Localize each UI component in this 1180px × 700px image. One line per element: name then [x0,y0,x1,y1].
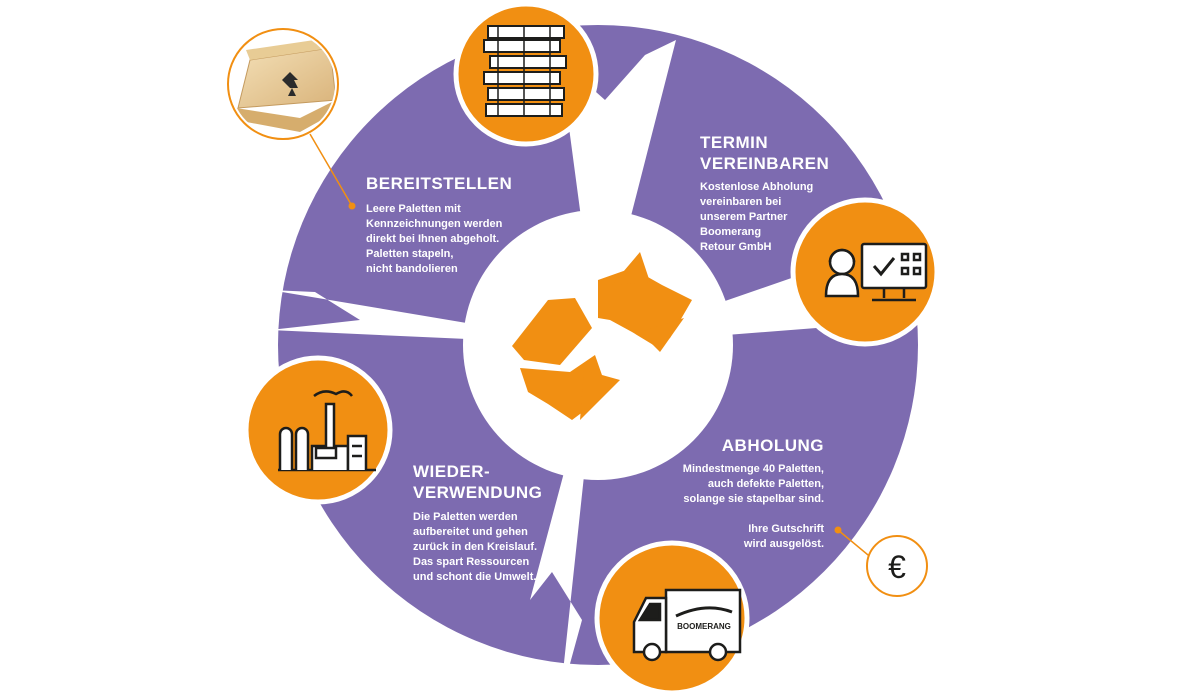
body-line: Kennzeichnungen werden [366,218,503,230]
body-line: wird ausgelöst. [743,538,824,550]
cycle-center [464,211,732,479]
truck-icon [632,588,742,662]
step-title-termin: TERMIN VEREINBAREN [700,132,829,174]
connector-dot-left [348,202,356,210]
wooden-pallet-photo [227,28,339,140]
body-line: Ihre Gutschrift [748,523,824,535]
factory-icon [278,390,376,472]
body-line: vereinbaren bei [700,196,782,208]
step-body-bereitstellen: Leere Paletten mit Kennzeichnungen werde… [366,202,502,277]
step-body-wiederverwendung: Die Paletten werden aufbereitet und gehe… [413,510,537,585]
title-line: WIEDER- [413,462,491,481]
body-line: solange sie stapelbar sind. [683,493,824,505]
title-line: BEREITSTELLEN [366,174,513,193]
body-line: Paletten stapeln, [366,248,454,260]
step-title-bereitstellen: BEREITSTELLEN [366,173,512,194]
body-line: Kostenlose Abholung [700,181,814,193]
body-line: unserem Partner [700,211,788,223]
body-line: Die Paletten werden [413,511,518,523]
call-center-icon [824,242,928,302]
body-line: direkt bei Ihnen abgeholt. [366,233,500,245]
step-body-abholung: Mindestmenge 40 Paletten, auch defekte P… [640,462,824,552]
pallet-stack-icon [483,25,567,117]
recycle-arrows-icon [512,252,692,420]
euro-icon: € [888,549,906,585]
body-line: Boomerang [700,226,762,238]
euro-badge [866,535,928,597]
step-circle-wiederverwendung [243,355,393,505]
title-line: ABHOLUNG [721,436,824,455]
body-line: auch defekte Paletten, [707,478,824,490]
step-title-abholung: ABHOLUNG [640,435,824,456]
title-line: VEREINBAREN [700,154,830,173]
body-line: Retour GmbH [700,241,772,253]
body-line: Leere Paletten mit [366,203,461,215]
body-line: Das spart Ressourcen [413,556,530,568]
body-line: aufbereitet und gehen [413,526,528,538]
truck-brand-label: BOOMERANG [677,622,731,631]
body-line [640,507,824,522]
body-line: Mindestmenge 40 Paletten, [682,463,824,475]
title-line: TERMIN [700,133,769,152]
connector-dot-right [834,526,842,534]
body-line: nicht bandolieren [366,263,458,275]
step-title-wiederverwendung: WIEDER- VERWENDUNG [413,461,542,503]
body-line: zurück in den Kreislauf. [413,541,538,553]
title-line: VERWENDUNG [413,483,543,502]
body-line: und schont die Umwelt. [413,571,537,583]
step-body-termin: Kostenlose Abholung vereinbaren bei unse… [700,180,813,255]
